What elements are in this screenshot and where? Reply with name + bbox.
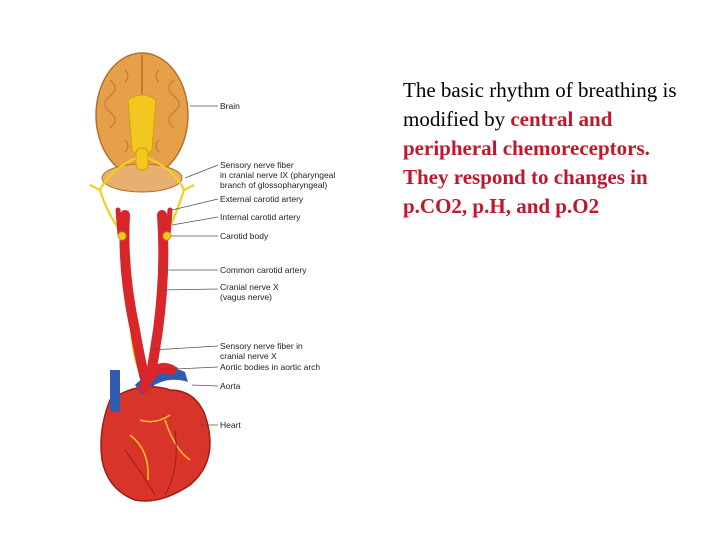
label-vagus-2: (vagus nerve)	[220, 292, 272, 302]
label-aorta: Aorta	[220, 381, 241, 391]
paragraph-breathing-emphasis: central and peripheral chemoreceptors.	[403, 107, 650, 160]
label-vagus-1: Cranial nerve X	[220, 282, 279, 292]
label-common-carotid: Common carotid artery	[220, 265, 307, 275]
paragraph-response: They respond to changes in p.CO2, p.H, a…	[403, 165, 648, 218]
label-aortic-bodies: Aortic bodies in aortic arch	[220, 362, 320, 372]
slide-text: The basic rhythm of breathing is modifie…	[403, 76, 703, 221]
label-brain: Brain	[220, 101, 240, 111]
label-sensory-x-1: Sensory nerve fiber in	[220, 341, 303, 351]
carotid-body-right	[162, 231, 172, 241]
chemoreceptor-anatomy-figure: Brain Sensory nerve fiber in cranial ner…	[89, 52, 335, 502]
anatomy-labels: Brain Sensory nerve fiber in cranial ner…	[220, 101, 335, 430]
label-sensory-ix-1: Sensory nerve fiber	[220, 160, 294, 170]
label-sensory-ix-2: in cranial nerve IX (pharyngeal	[220, 170, 335, 180]
carotid-body-left	[117, 231, 127, 241]
paragraph-breathing: The basic rhythm of breathing is modifie…	[403, 76, 703, 163]
label-heart: Heart	[220, 420, 241, 430]
brain-illustration	[95, 52, 189, 193]
paragraph-breathing-plain: The basic rhythm of breathing is modifie…	[403, 78, 677, 131]
label-sensory-x-2: cranial nerve X	[220, 351, 277, 361]
label-carotid-body: Carotid body	[220, 231, 269, 241]
leader-lines	[151, 105, 219, 426]
heart-illustration	[100, 363, 211, 502]
label-sensory-ix-3: branch of glossopharyngeal)	[220, 180, 327, 190]
label-external-carotid: External carotid artery	[220, 194, 304, 204]
label-internal-carotid: Internal carotid artery	[220, 212, 301, 222]
